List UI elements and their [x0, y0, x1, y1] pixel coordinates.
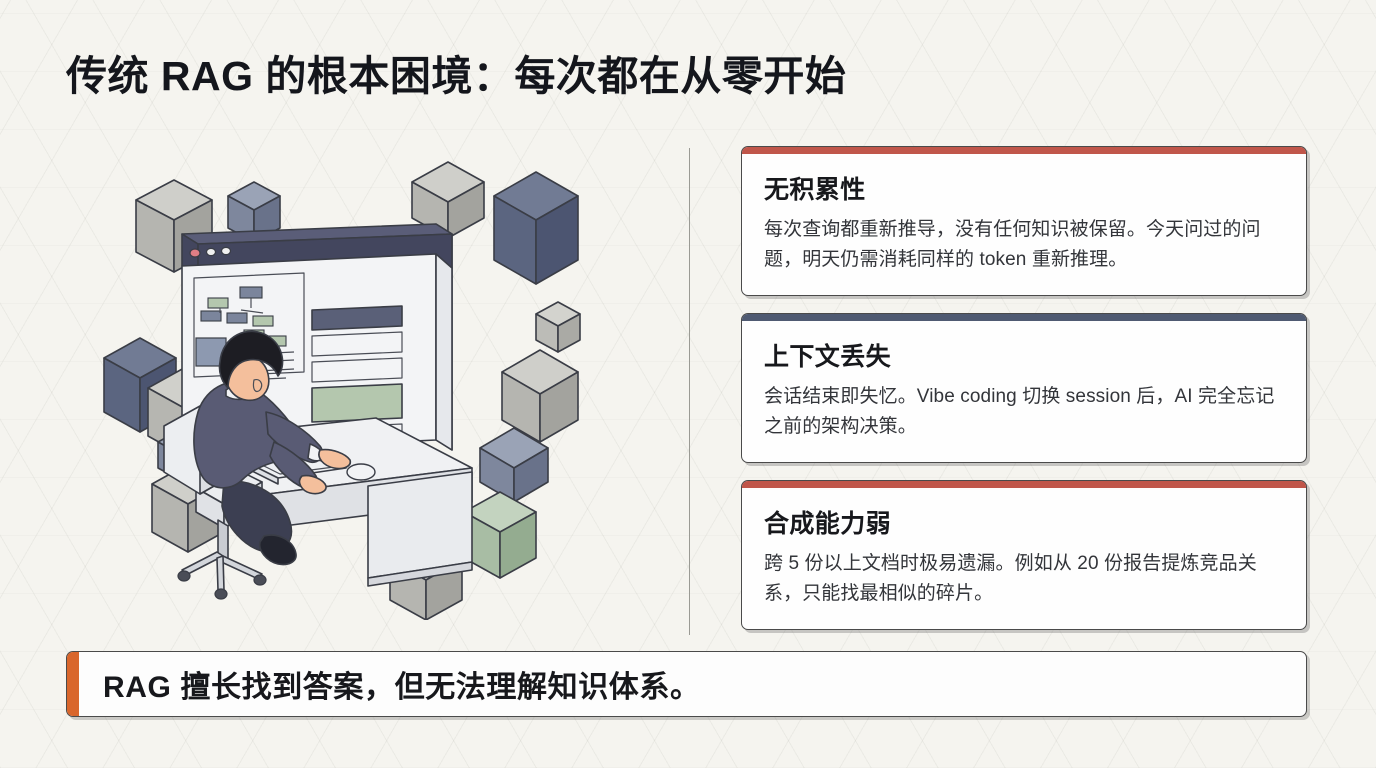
card-description: 跨 5 份以上文档时极易遗漏。例如从 20 份报告提炼竞品关系，只能找最相似的碎…: [764, 553, 1257, 605]
window-dot-red: [189, 248, 201, 258]
card-body: 合成能力弱 跨 5 份以上文档时极易遗漏。例如从 20 份报告提炼竞品关系，只能…: [742, 488, 1306, 627]
issue-card-no-accumulation[interactable]: 无积累性 每次查询都重新推导，没有任何知识被保留。今天问过的问题，明天仍需消耗同…: [741, 146, 1307, 296]
cube-navy-right-large: [493, 171, 579, 285]
window-dot-2: [220, 246, 232, 256]
cube-slate-lower-right: [479, 427, 549, 503]
issue-card-weak-synthesis[interactable]: 合成能力弱 跨 5 份以上文档时极易遗漏。例如从 20 份报告提炼竞品关系，只能…: [741, 480, 1307, 630]
vertical-divider: [689, 148, 690, 635]
card-description: 每次查询都重新推导，没有任何知识被保留。今天问过的问题，明天仍需消耗同样的 to…: [764, 219, 1261, 271]
cube-gray-mid-right: [501, 349, 579, 443]
card-accent-bar: [742, 481, 1306, 488]
card-accent-bar: [742, 314, 1306, 321]
isometric-illustration: .ln { stroke:#3a3d46; stroke-width:1.6; …: [96, 150, 666, 620]
cube-gray-top-right: [411, 161, 485, 239]
card-title: 上下文丢失: [764, 343, 892, 371]
card-title: 无积累性: [764, 176, 866, 204]
page-title: 传统 RAG 的根本困境：每次都在从零开始: [66, 53, 847, 99]
banner-accent-bar: [67, 652, 79, 716]
card-body: 上下文丢失 会话结束即失忆。Vibe coding 切换 session 后，A…: [742, 321, 1306, 460]
person: [193, 330, 352, 566]
card-title: 合成能力弱: [764, 510, 892, 538]
mouse: [346, 463, 376, 481]
conclusion-banner: RAG 擅长找到答案，但无法理解知识体系。: [66, 651, 1307, 717]
card-body: 无积累性 每次查询都重新推导，没有任何知识被保留。今天问过的问题，明天仍需消耗同…: [742, 154, 1306, 293]
banner-text: RAG 擅长找到答案，但无法理解知识体系。: [103, 671, 701, 704]
cube-gray-small-right: [535, 301, 581, 353]
card-accent-bar: [742, 147, 1306, 154]
issue-card-context-loss[interactable]: 上下文丢失 会话结束即失忆。Vibe coding 切换 session 后，A…: [741, 313, 1307, 463]
window-dot-1: [205, 247, 217, 257]
cube-green-right: [463, 491, 537, 579]
card-description: 会话结束即失忆。Vibe coding 切换 session 后，AI 完全忘记…: [764, 386, 1275, 438]
